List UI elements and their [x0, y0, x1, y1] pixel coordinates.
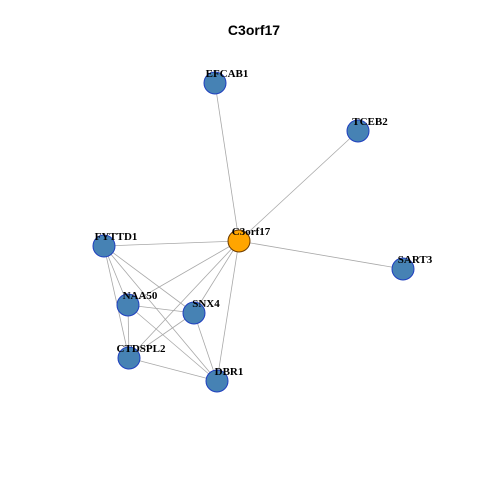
node-circle-c3orf17	[227, 229, 251, 253]
node-efcab1: EFCAB1	[203, 68, 249, 95]
node-fyttd1: FYTTD1	[92, 231, 138, 258]
edge-fyttd1-ctdspl2	[103, 245, 130, 359]
edge-naa50-dbr1	[127, 304, 218, 382]
edge-c3orf17-snx4	[193, 240, 240, 314]
node-label-tceb2: TCEB2	[352, 116, 388, 128]
node-ctdspl2: CTDSPL2	[117, 343, 166, 370]
edge-c3orf17-naa50	[127, 240, 240, 306]
edge-fyttd1-dbr1	[103, 245, 218, 382]
edge-c3orf17-dbr1	[216, 240, 240, 382]
node-label-naa50: NAA50	[123, 290, 158, 302]
edge-snx4-ctdspl2	[128, 312, 195, 359]
node-naa50: NAA50	[116, 290, 158, 317]
edge-c3orf17-efcab1	[214, 82, 240, 242]
edge-snx4-dbr1	[193, 312, 218, 382]
node-c3orf17: C3orf17	[227, 226, 271, 253]
node-circle-naa50	[116, 293, 140, 317]
node-label-efcab1: EFCAB1	[206, 68, 249, 80]
node-snx4: SNX4	[182, 298, 220, 325]
node-circle-efcab1	[203, 71, 227, 95]
node-label-dbr1: DBR1	[215, 366, 244, 378]
node-label-c3orf17: C3orf17	[232, 226, 271, 238]
nodes-layer: C3orf17 EFCAB1TCEB2FYTTD1SART3NAA50SNX4CT…	[92, 68, 433, 393]
edge-c3orf17-fyttd1	[103, 240, 240, 247]
edge-c3orf17-ctdspl2	[128, 240, 240, 359]
edge-c3orf17-tceb2	[238, 130, 359, 242]
node-circle-tceb2	[346, 119, 370, 143]
node-label-sart3: SART3	[398, 254, 433, 266]
diagram-title: C3orf17	[228, 22, 280, 38]
node-dbr1: DBR1	[205, 366, 244, 393]
edge-ctdspl2-dbr1	[128, 357, 218, 382]
node-label-snx4: SNX4	[192, 298, 220, 310]
node-circle-snx4	[182, 301, 206, 325]
node-circle-fyttd1	[92, 234, 116, 258]
node-circle-dbr1	[205, 369, 229, 393]
node-sart3: SART3	[391, 254, 433, 281]
node-circle-ctdspl2	[117, 346, 141, 370]
node-label-fyttd1: FYTTD1	[95, 231, 138, 243]
node-label-ctdspl2: CTDSPL2	[117, 343, 166, 355]
edge-fyttd1-snx4	[103, 245, 195, 314]
node-circle-sart3	[391, 257, 415, 281]
node-tceb2: TCEB2	[346, 116, 388, 143]
edge-c3orf17-sart3	[238, 240, 404, 270]
